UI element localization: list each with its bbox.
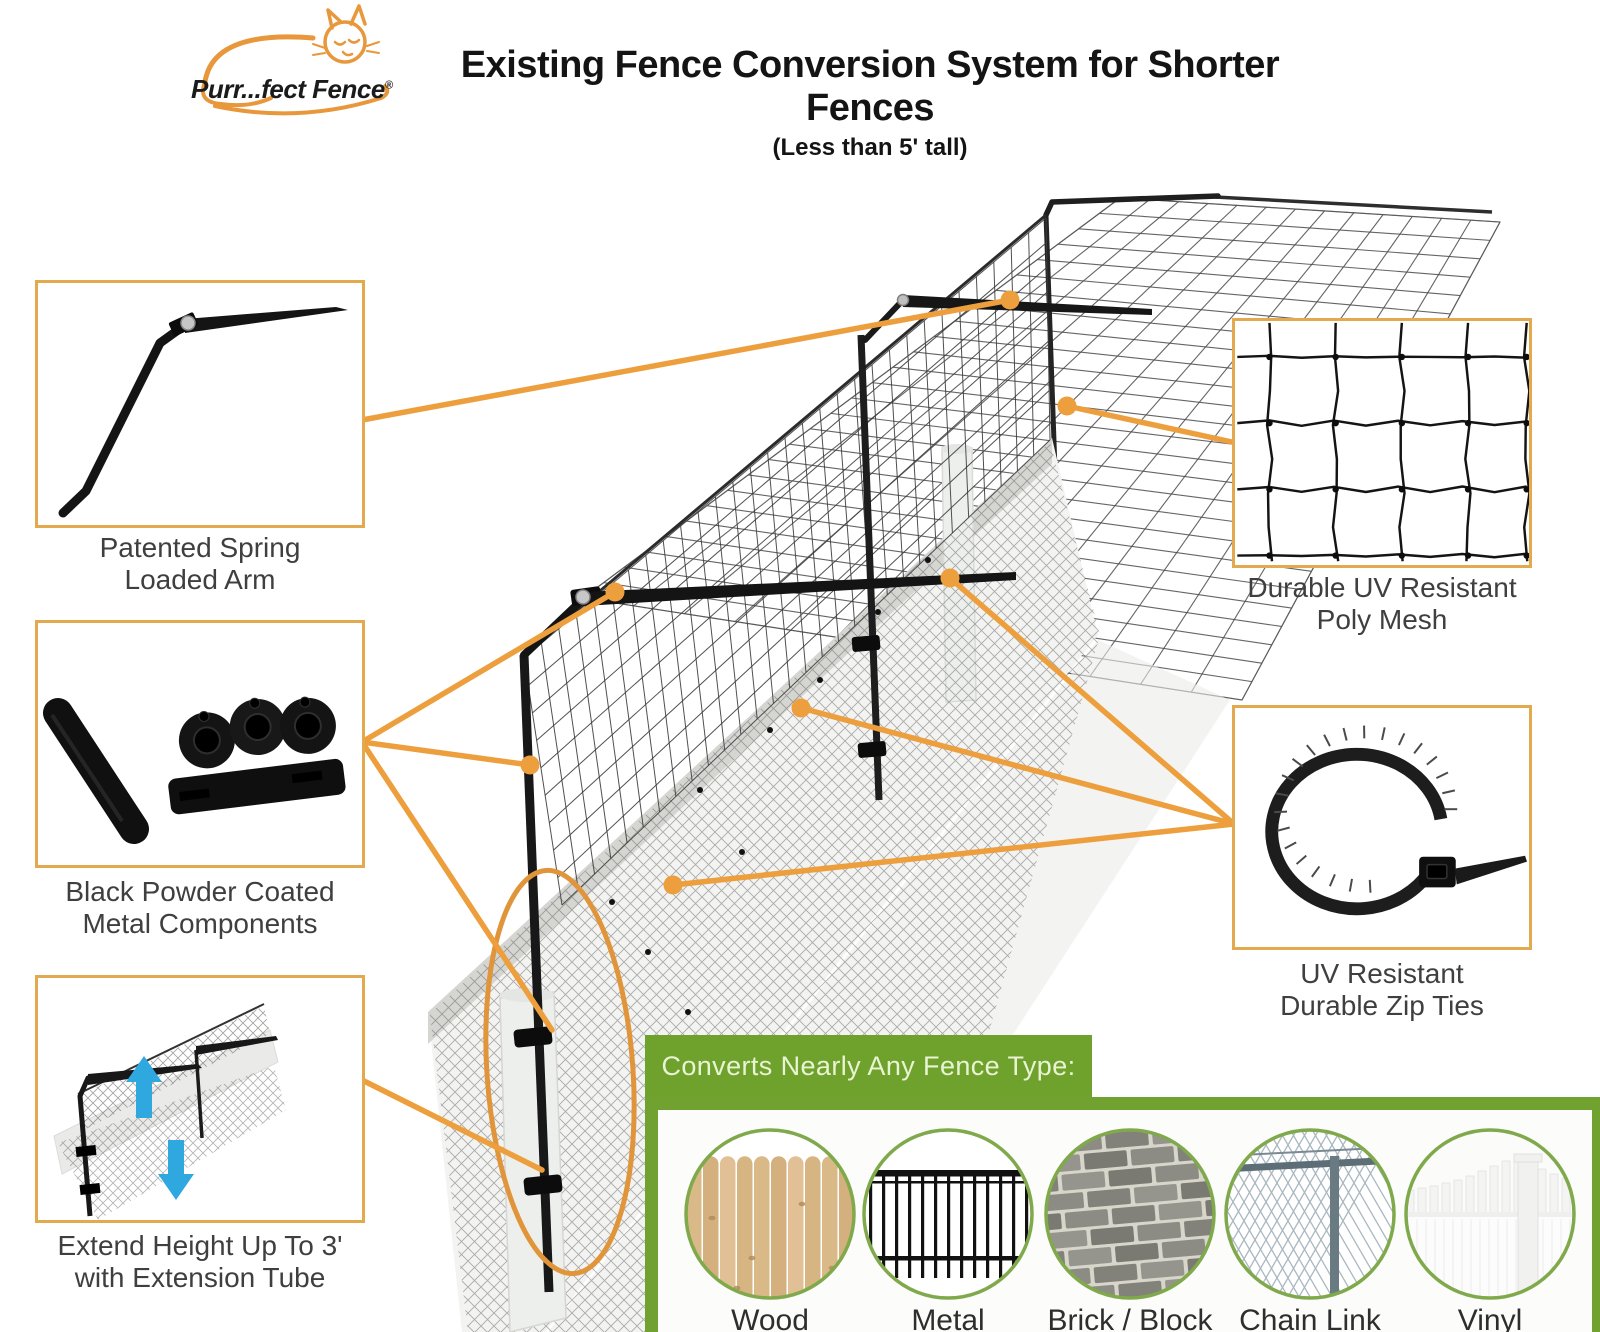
caption-spring-arm-line2: Loaded Arm: [124, 564, 276, 595]
extension-tube-image: [53, 1003, 286, 1220]
fence-type-label-brick: Brick / Block: [1047, 1304, 1213, 1332]
caption-zip-ties-line2: Durable Zip Ties: [1280, 990, 1484, 1021]
far-spring-arm: [1043, 193, 1221, 218]
zip-tie-image: [1265, 725, 1528, 916]
metal-components-image: [43, 696, 346, 844]
fence-type-label-metal: Metal: [911, 1304, 985, 1332]
extension-tube-highlight: [483, 867, 637, 1277]
caption-metal-components-line2: Metal Components: [82, 908, 318, 939]
wood-fence-image: [684, 1128, 856, 1300]
page-subtitle: (Less than 5' tall): [772, 134, 968, 161]
registered-mark: ®: [384, 79, 393, 92]
fence-type-label-chain-link: Chain Link: [1239, 1304, 1381, 1332]
zip-tie-dots: [609, 557, 931, 1015]
fence-type-wood: Wood: [680, 1126, 860, 1332]
caption-poly-mesh-line2: Poly Mesh: [1316, 604, 1448, 635]
caption-metal-components-line1: Black Powder Coated: [65, 876, 335, 907]
fence-type-metal: Metal: [858, 1126, 1038, 1332]
caption-spring-arm-line1: Patented Spring: [99, 532, 301, 563]
fence-type-vinyl: Vinyl: [1400, 1126, 1580, 1332]
up-arrow-icon: [126, 1056, 162, 1118]
cat-logo-icon: [201, 4, 390, 116]
callout-metal-components: [35, 620, 365, 868]
fence-type-brick: Brick / Block: [1040, 1126, 1220, 1332]
down-arrow-icon: [158, 1140, 194, 1200]
far-extension-tube: [1043, 214, 1058, 471]
page-title: Existing Fence Conversion System for Sho…: [460, 44, 1280, 129]
brand-text: Purr...fect Fence®: [191, 74, 393, 104]
metal-fence-image: [862, 1128, 1034, 1300]
fence-type-label-wood: Wood: [731, 1304, 809, 1332]
callout-zip-ties: [1232, 705, 1532, 950]
callout-poly-mesh: [1232, 318, 1532, 568]
poly-mesh-image: [1237, 322, 1529, 562]
caption-extension-tube-line2: with Extension Tube: [74, 1262, 326, 1293]
spring-arm-image: [58, 307, 348, 518]
caption-poly-mesh-line1: Durable UV Resistant: [1247, 572, 1517, 603]
chain-link-fence-image: [1224, 1128, 1396, 1300]
brick-fence-image: [1044, 1128, 1216, 1300]
fence-types-banner-text: Converts Nearly Any Fence Type:: [661, 1050, 1076, 1081]
caption-zip-ties-line1: UV Resistant: [1300, 958, 1464, 989]
caption-extension-tube-line1: Extend Height Up To 3': [57, 1230, 343, 1261]
callout-lines: [359, 290, 1237, 1173]
callout-extension-tube: [35, 975, 365, 1223]
brand-logo: Purr...fect Fence®: [183, 2, 413, 122]
fence-type-chain-link: Chain Link: [1220, 1126, 1400, 1332]
vinyl-fence-image: [1404, 1128, 1576, 1300]
fence-types-banner: Converts Nearly Any Fence Type:: [645, 1035, 1092, 1097]
fence-type-label-vinyl: Vinyl: [1457, 1304, 1523, 1332]
callout-spring-arm: [35, 280, 365, 528]
middle-extension-assembly: [851, 293, 1152, 801]
